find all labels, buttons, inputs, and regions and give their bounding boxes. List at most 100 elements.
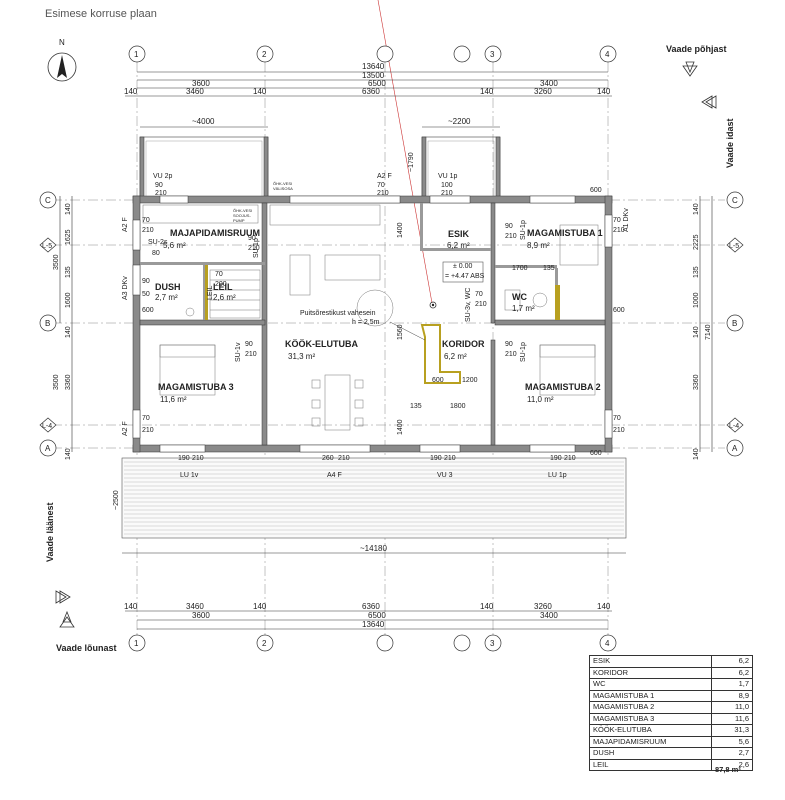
svg-text:140: 140 — [693, 448, 700, 460]
svg-text:90: 90 — [155, 182, 163, 189]
north-label: N — [59, 38, 65, 47]
svg-text:90: 90 — [245, 341, 253, 348]
svg-text:600: 600 — [142, 307, 154, 314]
svg-text:140: 140 — [480, 602, 494, 611]
svg-text:210: 210 — [192, 455, 204, 462]
area-table-value: 1,7 — [711, 678, 753, 691]
svg-text:± 0.00: ± 0.00 — [453, 263, 473, 270]
room-area: 1,7 m² — [512, 304, 535, 313]
porch-right — [421, 136, 501, 201]
svg-text:3: 3 — [490, 50, 495, 59]
svg-text:3500: 3500 — [53, 374, 60, 390]
room-name: MAGAMISTUBA 2 — [525, 382, 601, 392]
svg-text:70: 70 — [142, 415, 150, 422]
svg-text:140: 140 — [253, 87, 267, 96]
area-table-room: MAJAPIDAMISRUUM — [589, 735, 712, 748]
svg-text:3600: 3600 — [192, 611, 210, 620]
room-labels: MAJAPIDAMISRUUM 5,6 m² ESIK 6,2 m² MAGAM… — [155, 228, 603, 404]
svg-text:210: 210 — [505, 233, 517, 240]
svg-text:140: 140 — [253, 602, 267, 611]
svg-text:90: 90 — [505, 223, 513, 230]
svg-text:h = 2,5m: h = 2,5m — [352, 319, 380, 326]
svg-text:L-5: L-5 — [42, 243, 52, 250]
svg-text:SU-1p: SU-1p — [253, 238, 260, 258]
svg-text:13640: 13640 — [362, 62, 385, 71]
area-table-room: DUSH — [589, 747, 712, 760]
svg-text:6360: 6360 — [362, 602, 380, 611]
svg-text:190: 190 — [178, 455, 190, 462]
svg-text:140: 140 — [65, 448, 72, 460]
svg-text:210: 210 — [338, 455, 350, 462]
svg-text:1700: 1700 — [512, 265, 528, 272]
svg-text:70: 70 — [475, 291, 483, 298]
area-table-room: MAGAMISTUBA 3 — [589, 712, 712, 725]
svg-text:VU 2p: VU 2p — [153, 173, 173, 180]
svg-text:190: 190 — [430, 455, 442, 462]
svg-text:1: 1 — [134, 50, 139, 59]
room-area: 2,6 m² — [213, 293, 236, 302]
svg-text:VU 1p: VU 1p — [438, 173, 458, 180]
svg-text:~14180: ~14180 — [360, 544, 387, 553]
room-area: 6,2 m² — [444, 352, 467, 361]
svg-text:80: 80 — [152, 250, 160, 257]
area-table-room: KÖÖK-ELUTUBA — [589, 724, 712, 737]
opening-labels: VU 2p 90 210 VU 1p 100 210 A2 F 70 210 A… — [122, 173, 630, 479]
area-table-value: 11,6 — [711, 712, 753, 725]
svg-text:1200: 1200 — [462, 377, 478, 384]
area-table-value: 11,0 — [711, 701, 753, 714]
room-name: WC — [512, 292, 527, 302]
svg-text:A3 DKv: A3 DKv — [122, 276, 129, 300]
svg-text:SU-1v: SU-1v — [235, 342, 242, 362]
svg-text:90: 90 — [505, 341, 513, 348]
svg-text:100: 100 — [441, 182, 453, 189]
svg-text:3260: 3260 — [534, 87, 552, 96]
grid-bubbles-bottom: 1 2 3 4 — [128, 634, 617, 652]
svg-text:6500: 6500 — [368, 79, 386, 88]
svg-text:210: 210 — [444, 455, 456, 462]
room-area: 2,7 m² — [155, 293, 178, 302]
svg-text:210: 210 — [155, 190, 167, 197]
area-table-room: MAGAMISTUBA 1 — [589, 689, 712, 702]
svg-text:3260: 3260 — [534, 602, 552, 611]
svg-text:210: 210 — [377, 190, 389, 197]
koridor-yellow-frame — [205, 265, 560, 384]
svg-text:135: 135 — [543, 265, 555, 272]
svg-text:6500: 6500 — [368, 611, 386, 620]
svg-text:200: 200 — [215, 281, 227, 288]
svg-text:90: 90 — [142, 278, 150, 285]
svg-text:7140: 7140 — [705, 324, 712, 340]
dimension-chain-left: 140 1625 135 1600 140 3500 3360 140 3500 — [53, 196, 73, 460]
notes: ± 0.00 = +4.47 ABS Puitsõrestikust vahes… — [233, 181, 485, 341]
svg-text:SOOJUS-: SOOJUS- — [233, 213, 251, 218]
svg-text:Vaade idast: Vaade idast — [725, 118, 735, 168]
svg-text:~2200: ~2200 — [448, 117, 471, 126]
svg-text:A2 F: A2 F — [377, 173, 392, 180]
svg-text:13500: 13500 — [362, 71, 385, 80]
dimension-chain-right: 140 2225 135 1000 140 3360 140 7140 — [693, 196, 713, 460]
svg-text:600: 600 — [590, 187, 602, 194]
svg-text:A2 F: A2 F — [122, 217, 129, 232]
view-west-marker: Vaade läänest — [45, 502, 71, 604]
area-total: 87,8 m² — [715, 765, 741, 774]
svg-text:1: 1 — [134, 639, 139, 648]
svg-text:C: C — [45, 196, 51, 205]
svg-text:1625: 1625 — [65, 229, 72, 245]
room-name: KORIDOR — [442, 339, 485, 349]
svg-text:50: 50 — [142, 291, 150, 298]
area-table-room: KORIDOR — [589, 666, 712, 679]
svg-text:LU 1v: LU 1v — [180, 472, 199, 479]
svg-text:Puitsõrestikust vahesein: Puitsõrestikust vahesein — [300, 310, 376, 317]
svg-text:600: 600 — [432, 377, 444, 384]
svg-text:3460: 3460 — [186, 602, 204, 611]
svg-text:LEIL: LEIL — [207, 285, 214, 300]
svg-text:2: 2 — [262, 50, 267, 59]
svg-text:210: 210 — [142, 227, 154, 234]
svg-text:A1 DKv: A1 DKv — [623, 208, 630, 232]
svg-text:SU-2s: SU-2s — [148, 239, 168, 246]
north-arrow-icon: N — [47, 38, 77, 82]
room-area: 8,9 m² — [527, 241, 550, 250]
